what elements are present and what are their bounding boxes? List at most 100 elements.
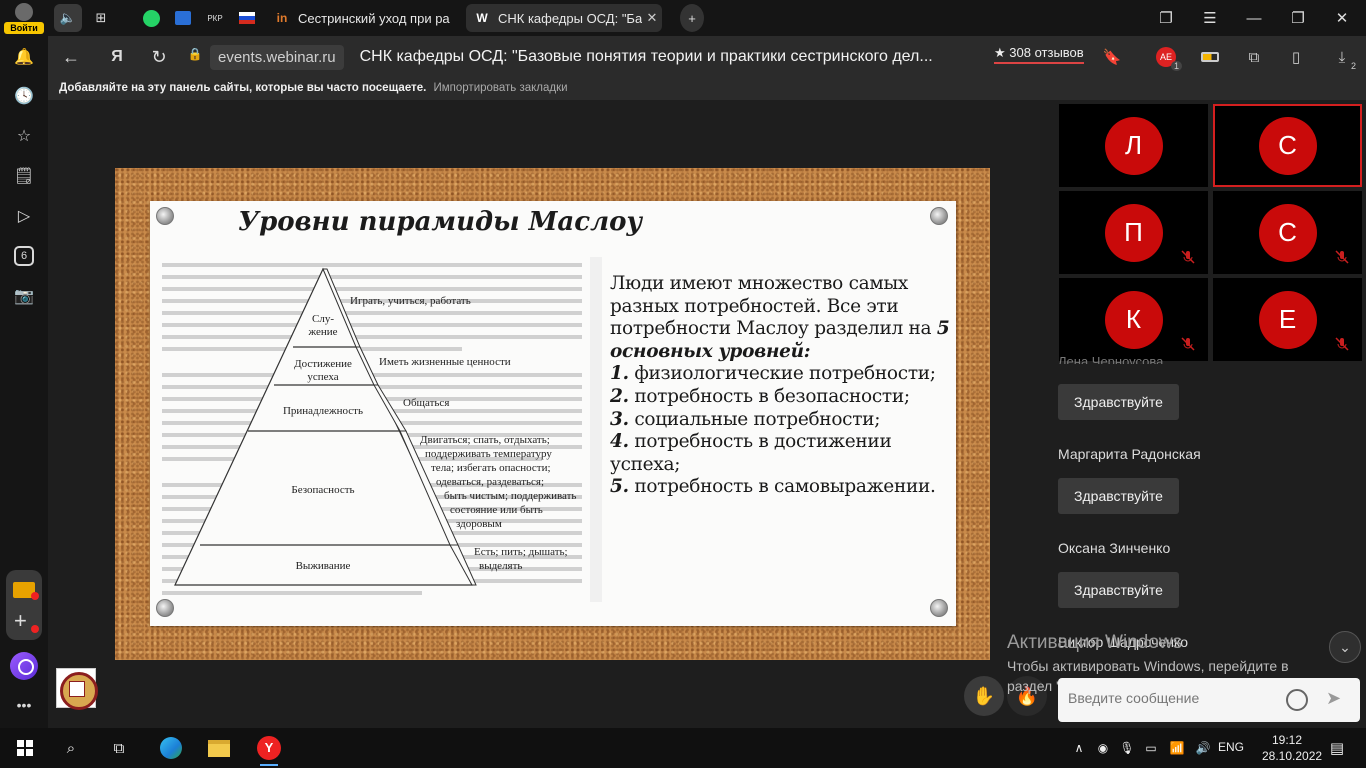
downloads-icon[interactable]: ⤓2 bbox=[1338, 48, 1356, 72]
language-indicator[interactable]: ENG bbox=[1218, 740, 1245, 754]
tray-microphone-icon[interactable]: 🎙 bbox=[1119, 741, 1135, 755]
flag-pinned-tab-icon[interactable] bbox=[236, 4, 258, 32]
menu-hamburger-icon[interactable]: ☰ bbox=[1203, 10, 1217, 27]
reviews-badge[interactable]: ★ 308 отзывов bbox=[994, 45, 1084, 64]
maslow-pyramid-diagram: Слу- жение Достижение успеха Принадлежно… bbox=[174, 267, 576, 586]
import-bookmarks-link[interactable]: Импортировать закладки bbox=[433, 82, 568, 94]
participant-tile[interactable]: П bbox=[1059, 191, 1208, 274]
tab-nursing-care[interactable]: in Сестринский уход при ра bbox=[266, 4, 462, 32]
item-number: 2. bbox=[610, 385, 629, 407]
participant-tile[interactable]: К bbox=[1059, 278, 1208, 361]
tray-wifi-icon[interactable]: 📶 bbox=[1169, 741, 1185, 755]
need-level-4-line1: Двигаться; спать, отдыхать; bbox=[420, 434, 550, 446]
mic-muted-icon bbox=[1181, 337, 1195, 351]
raise-hand-icon[interactable]: ✋ bbox=[964, 676, 1004, 716]
whatsapp-pinned-tab-icon[interactable] bbox=[140, 4, 162, 32]
system-clock[interactable]: 19:12 28.10.2022 bbox=[1262, 732, 1322, 764]
close-window-icon[interactable]: ✕ bbox=[1335, 10, 1349, 27]
search-icon[interactable]: ⌕ bbox=[66, 739, 76, 757]
organization-logo bbox=[56, 668, 98, 710]
chat-author: Виктор Шадроченко bbox=[1058, 634, 1189, 650]
audio-tab-speaker-icon[interactable]: 🔈 bbox=[54, 4, 82, 32]
sidebar-counter-badge[interactable]: 6 bbox=[11, 243, 37, 269]
slide-paper: Уровни пирамиды Маслоу bbox=[150, 201, 956, 626]
page-title: СНК кафедры ОСД: "Базовые понятия теории… bbox=[359, 48, 933, 65]
bookmark-icon[interactable]: 🔖 bbox=[1102, 49, 1122, 66]
tray-battery-icon[interactable]: ▭ bbox=[1145, 741, 1157, 755]
participant-avatar: Л bbox=[1104, 116, 1163, 175]
send-arrow-icon[interactable]: ➤ bbox=[1326, 688, 1342, 708]
participant-tile[interactable]: С bbox=[1213, 191, 1362, 274]
yandex-browser-taskbar-icon[interactable]: Y bbox=[254, 734, 284, 766]
url-field[interactable]: 🔒 events.webinar.ru СНК кафедры ОСД: "Ба… bbox=[186, 42, 1296, 72]
item-text: потребность в самовыражении. bbox=[634, 476, 936, 498]
bookmarks-hint: Добавляйте на эту панель сайты, которые … bbox=[59, 82, 427, 94]
screenshot-camera-icon[interactable]: 📷 bbox=[14, 288, 34, 305]
tab-webinar[interactable]: W СНК кафедры ОСД: "Ба ✕ bbox=[466, 4, 662, 32]
restore-icon[interactable]: ❐ bbox=[1291, 10, 1305, 27]
participant-tile-speaking[interactable]: С bbox=[1213, 104, 1362, 187]
tray-camera-icon[interactable]: ◉ bbox=[1097, 741, 1109, 755]
profile-extension-icon[interactable]: AE 1 bbox=[1154, 45, 1182, 71]
new-tab-plus-icon[interactable]: + bbox=[680, 4, 704, 32]
battery-saver-icon[interactable] bbox=[1198, 45, 1222, 69]
notification-center-icon[interactable]: ▤ bbox=[1329, 740, 1345, 757]
scroll-down-chevron-icon[interactable]: ⌄ bbox=[1329, 631, 1361, 663]
item-number: 5. bbox=[610, 476, 629, 498]
new-tab-group-icon[interactable]: ⊞ bbox=[95, 10, 107, 25]
webinar-favicon-icon: W bbox=[476, 11, 488, 25]
slide-title: Уровни пирамиды Маслоу bbox=[237, 207, 643, 237]
tray-chevron-up-icon[interactable]: ∧ bbox=[1074, 741, 1084, 755]
file-explorer-icon[interactable] bbox=[204, 734, 234, 762]
favorites-star-icon[interactable]: ☆ bbox=[16, 128, 32, 145]
back-arrow-icon[interactable]: ← bbox=[62, 46, 80, 67]
need-level-4-line3: тела; избегать опасности; bbox=[431, 462, 551, 474]
activation-title: Активация Windows bbox=[1007, 632, 1183, 653]
mail-app-icon[interactable] bbox=[13, 582, 35, 598]
participant-tile[interactable]: Л bbox=[1059, 104, 1208, 187]
user-icon bbox=[15, 3, 33, 21]
play-video-icon[interactable]: ▷ bbox=[17, 208, 31, 225]
tab-title: СНК кафедры ОСД: "Ба bbox=[498, 10, 642, 26]
minimize-icon[interactable]: — bbox=[1246, 9, 1262, 27]
pin-icon bbox=[156, 599, 174, 617]
chat-author: Оксана Зинченко bbox=[1058, 540, 1171, 556]
downloads-count: 2 bbox=[1350, 61, 1356, 71]
emoji-icon[interactable] bbox=[1286, 689, 1308, 711]
add-notification-dot bbox=[31, 625, 39, 633]
mail-notification-dot bbox=[31, 592, 39, 600]
history-clock-icon[interactable]: 🕓 bbox=[14, 88, 34, 105]
participant-tile[interactable]: Е bbox=[1213, 278, 1362, 361]
participant-avatar: Е bbox=[1258, 290, 1317, 349]
chat-input-box: ➤ bbox=[1058, 678, 1360, 722]
reload-icon[interactable]: ↻ bbox=[151, 46, 167, 67]
mic-muted-icon bbox=[1335, 337, 1349, 351]
tabs-overview-icon[interactable]: ❐ bbox=[1159, 10, 1173, 27]
windows-start-icon[interactable] bbox=[10, 734, 40, 762]
item-text: потребность в достижении успеха; bbox=[610, 431, 892, 475]
login-label: Войти bbox=[4, 22, 44, 34]
pkp-pinned-tab-icon[interactable]: РКР bbox=[207, 13, 223, 23]
chat-message: Здравствуйте bbox=[1058, 384, 1179, 420]
yandex-home-icon[interactable]: Я bbox=[111, 48, 123, 65]
reaction-fire-icon[interactable]: 🔥 bbox=[1007, 676, 1047, 716]
mail-pinned-tab-icon[interactable] bbox=[172, 4, 194, 32]
chat-message-input[interactable] bbox=[1068, 690, 1278, 706]
close-tab-icon[interactable]: ✕ bbox=[646, 10, 658, 25]
more-dots-icon[interactable]: ••• bbox=[16, 697, 32, 713]
translate-icon[interactable]: ▯ bbox=[1291, 49, 1301, 66]
add-app-plus-icon[interactable]: + bbox=[14, 608, 27, 633]
notifications-bell-icon[interactable]: 🔔 bbox=[14, 49, 34, 66]
pyramid-level-survival: Выживание bbox=[296, 560, 351, 572]
presentation-slide: Уровни пирамиды Маслоу bbox=[115, 168, 990, 660]
collections-icon[interactable]: ⧉ bbox=[1248, 48, 1260, 66]
edge-browser-icon[interactable] bbox=[156, 734, 186, 762]
task-view-icon[interactable]: ⧉ bbox=[113, 739, 125, 757]
alice-assistant-icon[interactable] bbox=[10, 652, 38, 680]
notes-icon[interactable]: 🗒 bbox=[13, 168, 35, 185]
chat-message: Здравствуйте bbox=[1058, 478, 1179, 514]
need-level-4-line5: быть чистым; поддерживать bbox=[444, 490, 576, 502]
login-button[interactable]: Войти bbox=[3, 2, 44, 34]
need-level-5-line1: Есть; пить; дышать; bbox=[474, 546, 568, 558]
tray-volume-icon[interactable]: 🔊 bbox=[1195, 741, 1211, 755]
